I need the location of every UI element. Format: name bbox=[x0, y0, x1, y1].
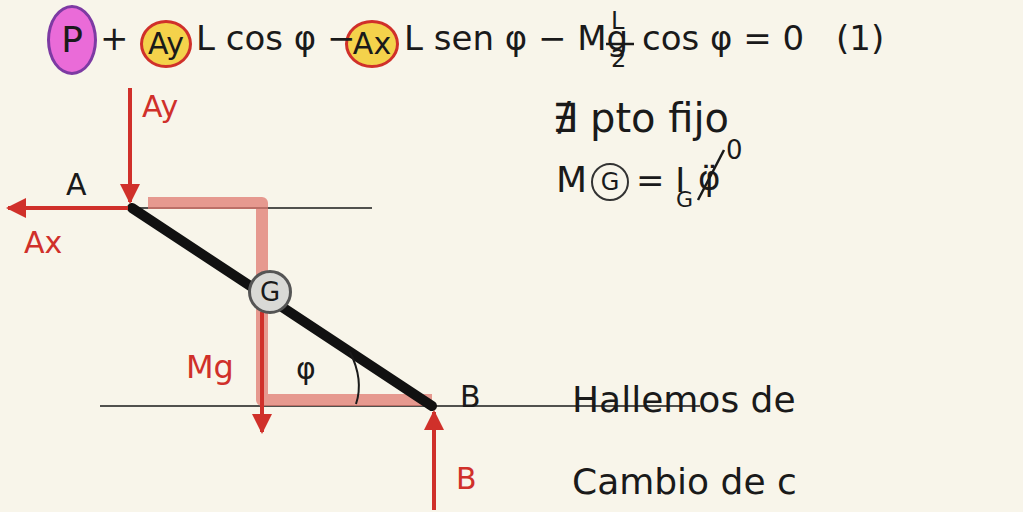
handwritten-label: Mg bbox=[186, 350, 234, 385]
cancel-slash bbox=[698, 150, 724, 200]
angle-arc bbox=[350, 352, 359, 404]
handwritten-label: L sen φ − Mg bbox=[404, 20, 628, 57]
force-arrow-weight bbox=[260, 312, 264, 432]
bar bbox=[132, 208, 432, 406]
handwritten-label: + bbox=[100, 20, 129, 57]
handwritten-label: ∄ pto fijo bbox=[552, 96, 729, 140]
force-arrow-b bbox=[432, 412, 436, 510]
circled-symbol: G bbox=[248, 270, 292, 314]
circled-symbol: Ay bbox=[140, 20, 192, 68]
handwritten-label: Ax bbox=[24, 226, 62, 259]
handwritten-label: φ bbox=[296, 352, 316, 385]
handwritten-label: L bbox=[611, 8, 624, 34]
projection-marker bbox=[148, 203, 432, 400]
handwritten-label: L cos φ − bbox=[196, 20, 356, 57]
circled-symbol: P bbox=[47, 5, 97, 75]
handwritten-label: cos φ = 0 bbox=[642, 20, 804, 57]
handwritten-label: φ̈ bbox=[698, 160, 720, 197]
handwritten-label: (1) bbox=[836, 20, 884, 57]
force-arrow-ay bbox=[128, 88, 132, 202]
handwritten-label: B bbox=[456, 462, 477, 495]
symbol-text: Ax bbox=[353, 29, 391, 59]
force-arrow-ax bbox=[8, 206, 128, 210]
handwritten-label: Cambio de c bbox=[572, 462, 797, 502]
circled-symbol: G bbox=[591, 163, 629, 201]
handwritten-label: A bbox=[66, 168, 87, 201]
handwritten-label: B bbox=[460, 380, 481, 413]
symbol-text: Ay bbox=[148, 29, 184, 59]
handwritten-label: Ay bbox=[142, 90, 178, 123]
handwritten-label: M bbox=[556, 160, 587, 200]
handwritten-label: 0 bbox=[726, 136, 743, 165]
handwritten-label: Hallemos de bbox=[572, 380, 796, 420]
handwritten-label: G bbox=[676, 188, 693, 212]
symbol-text: G bbox=[601, 170, 620, 194]
handwritten-label: 2 bbox=[611, 46, 626, 72]
symbol-text: P bbox=[61, 22, 83, 58]
symbol-text: G bbox=[260, 279, 280, 305]
